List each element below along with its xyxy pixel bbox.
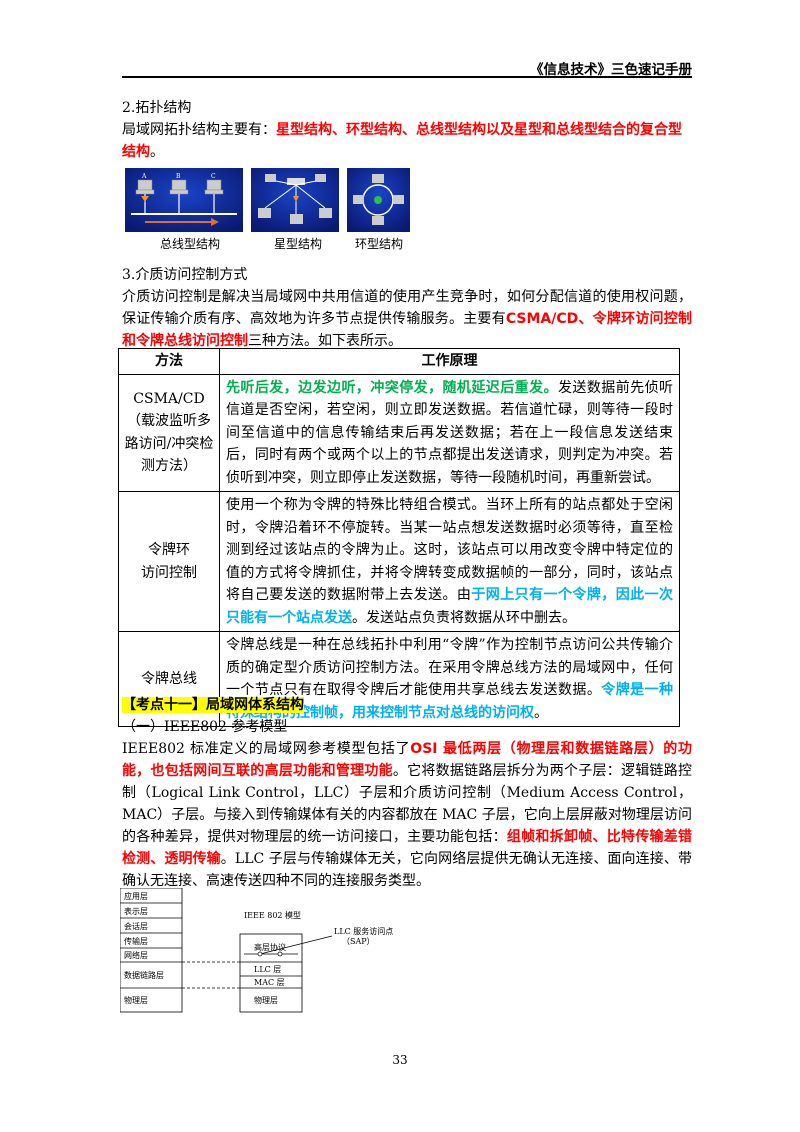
- mac-methods-table: 方法 工作原理 CSMA/CD （载波监听多路访问/冲突检测方法） 先听后发，边…: [118, 348, 680, 727]
- ieee-layer: LLC 层: [254, 965, 281, 974]
- red-text: 组帧和拆卸帧、比特传输差错检测、透明传输: [122, 829, 692, 867]
- caption-ring: 环型结构: [355, 237, 404, 251]
- principle-cell: 先听后发，边发边听，冲突停发，随机延迟后重发。发送数据前先侦听信道是否空闲，若空…: [219, 373, 680, 492]
- node-label-c: C: [211, 173, 216, 180]
- text: IEEE802 标准定义的局域网参考模型包括了: [122, 741, 411, 757]
- running-header: 《信息技术》三色速记手册: [530, 62, 692, 78]
- text: 。LLC 子层与传输媒体无关，它向网络层提供无确认无连接、面向连接、带确认无连接…: [122, 851, 692, 889]
- text: 。: [534, 704, 548, 721]
- topology-figure: A B C: [125, 168, 410, 232]
- method-cell: 令牌环 访问控制: [118, 491, 220, 632]
- topology-list: 星型结构、环型结构、总线型结构以及星型和总线型结合的复合型结构: [122, 122, 682, 160]
- table-header-row: 方法 工作原理: [118, 348, 680, 375]
- red-text: OSI 最低两层（物理层和数据链路层）的功能，也包括网间互联的高层功能和管理功能: [122, 741, 692, 779]
- sap-label-2: （SAP）: [342, 937, 375, 946]
- text: 令牌总线是一种在总线拓扑中利用“令牌”作为控制节点访问公共传输介质的确定型介质访…: [226, 637, 673, 698]
- bus-topology-image: A B C: [125, 168, 243, 232]
- ieee-layer: MAC 层: [254, 978, 285, 987]
- model-title: IEEE 802 模型: [244, 910, 301, 920]
- topology-intro: 局域网拓扑结构主要有：: [122, 122, 276, 138]
- col-principle: 工作原理: [219, 348, 680, 375]
- kaodian-title: 【考点十一】局域网体系结构: [122, 697, 304, 713]
- caption-bus: 总线型结构: [160, 237, 221, 251]
- text: 。它将数据链路层拆分为两个子层：逻辑链路控制（Logical Link Cont…: [122, 763, 693, 845]
- osi-layer: 表示层: [124, 906, 148, 916]
- principle-cell: 使用一个称为令牌的特殊比特组合模式。当环上所有的站点都处于空闲时，令牌沿着环不停…: [219, 491, 680, 632]
- osi-layer: 数据链路层: [124, 970, 164, 980]
- ring-topology-image: [347, 168, 410, 232]
- osi-layer: 网络层: [124, 950, 148, 960]
- ieee-layer: 物理层: [254, 995, 278, 1005]
- star-topology-image: [251, 168, 339, 232]
- header-rule: [122, 76, 692, 78]
- mac-end: 三种方法。如下表所示。: [248, 333, 402, 349]
- ieee-layer: 高层协议: [254, 942, 286, 952]
- kaodian-subheading: （一）IEEE802 参考模型: [122, 719, 288, 735]
- period: 。: [150, 144, 164, 160]
- osi-layer: 会话层: [124, 921, 148, 931]
- green-text: 先听后发，边发边听，冲突停发，随机延迟后重发。: [226, 379, 558, 396]
- node-label-a: A: [141, 173, 147, 180]
- method-cell: CSMA/CD （载波监听多路访问/冲突检测方法）: [118, 373, 220, 492]
- table-row: CSMA/CD （载波监听多路访问/冲突检测方法） 先听后发，边发边听，冲突停发…: [118, 373, 680, 492]
- osi-layer: 传输层: [124, 936, 148, 946]
- caption-star: 星型结构: [274, 237, 323, 251]
- section-mac: 3.介质访问控制方式 介质访问控制是解决当局域网中共用信道的使用产生竞争时，如何…: [122, 264, 692, 352]
- kaodian-paragraph: IEEE802 标准定义的局域网参考模型包括了OSI 最低两层（物理层和数据链路…: [122, 738, 692, 892]
- osi-layer: 应用层: [124, 891, 148, 901]
- cyan-text: 于网上只有一个令牌，因此一次只能有一个站点发送: [226, 587, 674, 626]
- mac-paragraph: 介质访问控制是解决当局域网中共用信道的使用产生竞争时，如何分配信道的使用权问题，…: [122, 286, 692, 352]
- mac-intro: 介质访问控制是解决当局域网中共用信道的使用产生竞争时，如何分配信道的使用权问题，…: [122, 289, 692, 327]
- osi-layer: 物理层: [124, 995, 148, 1005]
- section-heading: 3.介质访问控制方式: [122, 267, 248, 283]
- text: 发送数据前先侦听信道是否空闲，若空闲，则立即发送数据。若信道忙碌，则等待一段时间…: [226, 379, 674, 486]
- kaodian-section: 【考点十一】局域网体系结构 （一）IEEE802 参考模型 IEEE802 标准…: [122, 694, 692, 892]
- section-heading: 2.拓扑结构: [122, 100, 192, 116]
- topology-paragraph: 局域网拓扑结构主要有：星型结构、环型结构、总线型结构以及星型和总线型结合的复合型…: [122, 119, 692, 163]
- text: 。发送站点负责将数据从环中删去。: [352, 609, 576, 626]
- table-row: 令牌环 访问控制 使用一个称为令牌的特殊比特组合模式。当环上所有的站点都处于空闲…: [118, 491, 680, 632]
- node-label-b: B: [176, 173, 181, 180]
- ieee802-diagram: 应用层 表示层 会话层 传输层 网络层 数据链路层 物理层 IEEE 802 模…: [120, 888, 393, 1013]
- section-topology: 2.拓扑结构 局域网拓扑结构主要有：星型结构、环型结构、总线型结构以及星型和总线…: [122, 97, 692, 163]
- sap-label-1: LLC 服务访问点: [334, 926, 393, 936]
- col-method: 方法: [118, 348, 220, 375]
- mac-methods: CSMA/CD、令牌环访问控制和令牌总线访问控制: [122, 311, 692, 349]
- text: 使用一个称为令牌的特殊比特组合模式。当环上所有的站点都处于空闲时，令牌沿着环不停…: [226, 497, 673, 603]
- page-number: 33: [392, 1053, 408, 1067]
